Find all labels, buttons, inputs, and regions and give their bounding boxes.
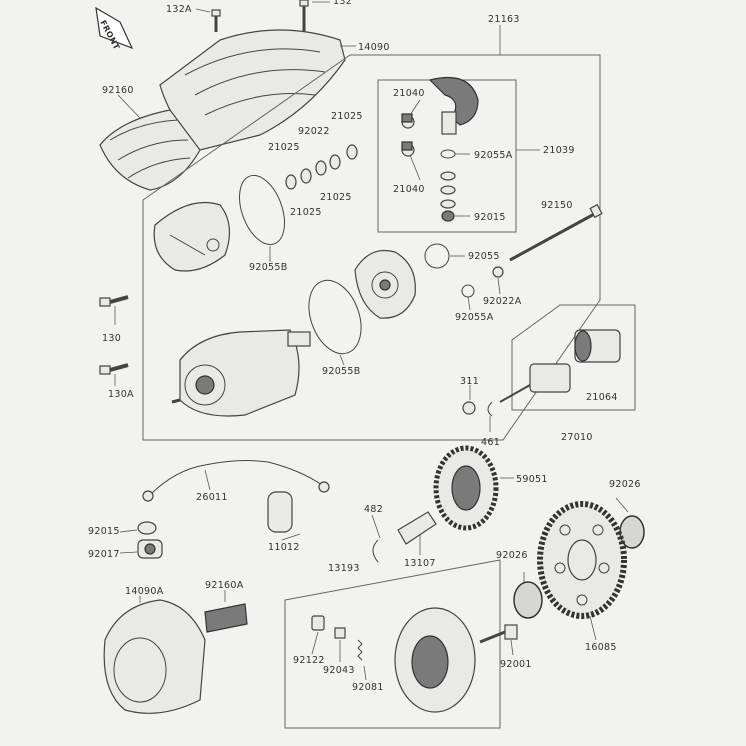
shim-washers bbox=[285, 144, 358, 190]
end-cover bbox=[153, 201, 231, 272]
brush-21040-upper bbox=[401, 113, 415, 129]
spring-92081 bbox=[357, 639, 363, 661]
bolt-130a-icon bbox=[99, 363, 129, 375]
through-bolt-92150 bbox=[509, 203, 603, 262]
washer-stack bbox=[440, 149, 456, 222]
label-21025-d: 21025 bbox=[290, 207, 322, 218]
label-92001: 92001 bbox=[500, 659, 532, 670]
brush-21040-lower bbox=[401, 141, 415, 157]
label-59051: 59051 bbox=[516, 474, 548, 485]
label-92055: 92055 bbox=[468, 251, 500, 262]
label-311: 311 bbox=[460, 376, 479, 387]
o-ring-92055 bbox=[424, 243, 450, 269]
label-92160a: 92160A bbox=[205, 580, 244, 591]
label-92026-upper: 92026 bbox=[609, 479, 641, 490]
starter-motor-body bbox=[171, 329, 311, 417]
o-ring-92055b-upper bbox=[239, 174, 285, 246]
fitting-92017 bbox=[137, 539, 163, 559]
bolt-130-icon bbox=[99, 295, 129, 307]
starter-relay bbox=[499, 363, 571, 403]
label-14090a: 14090A bbox=[125, 586, 164, 597]
label-92017: 92017 bbox=[88, 549, 120, 560]
bracket-plate bbox=[354, 249, 416, 319]
roller-92122 bbox=[311, 615, 325, 631]
label-13107: 13107 bbox=[404, 558, 436, 569]
washer-92015-left bbox=[137, 521, 157, 535]
label-27010: 27010 bbox=[561, 432, 593, 443]
label-130a: 130A bbox=[108, 389, 134, 400]
washer-92022a bbox=[492, 266, 504, 278]
shaft-13107 bbox=[397, 511, 437, 545]
label-14090: 14090 bbox=[358, 42, 390, 53]
label-21064: 21064 bbox=[586, 392, 618, 403]
circlip-461 bbox=[487, 401, 493, 417]
reduction-gear-59051 bbox=[433, 445, 499, 531]
relay-frame-27010 bbox=[511, 304, 636, 411]
cushion-92160a bbox=[204, 603, 248, 633]
label-92022: 92022 bbox=[298, 126, 330, 137]
starter-cable-26011 bbox=[142, 460, 330, 502]
label-92081: 92081 bbox=[352, 682, 384, 693]
o-ring-92055a bbox=[461, 284, 475, 298]
label-21039: 21039 bbox=[543, 145, 575, 156]
starter-gear-16085 bbox=[537, 501, 627, 619]
label-92055b-top: 92055B bbox=[249, 262, 288, 273]
label-21163: 21163 bbox=[488, 14, 520, 25]
label-92043: 92043 bbox=[323, 665, 355, 676]
starter-clutch bbox=[394, 607, 476, 713]
plunger-92043 bbox=[334, 627, 346, 639]
bolt-132a-icon bbox=[211, 9, 221, 32]
clutch-frame-13193 bbox=[284, 559, 501, 729]
terminal-cap-11012 bbox=[267, 491, 293, 533]
washer-92026-lower bbox=[513, 581, 543, 619]
label-482: 482 bbox=[364, 504, 383, 515]
label-92015-left: 92015 bbox=[88, 526, 120, 537]
label-92160: 92160 bbox=[102, 85, 134, 96]
front-arrow-icon: FRONT bbox=[95, 6, 134, 51]
relay-cap-21064 bbox=[574, 329, 621, 363]
label-16085: 16085 bbox=[585, 642, 617, 653]
label-92015-top: 92015 bbox=[474, 212, 506, 223]
starter-assembly-frame-21163 bbox=[142, 54, 601, 441]
label-92150: 92150 bbox=[541, 200, 573, 211]
label-130: 130 bbox=[102, 333, 121, 344]
label-92022a: 92022A bbox=[483, 296, 522, 307]
label-461: 461 bbox=[481, 437, 500, 448]
label-21025-c: 21025 bbox=[320, 192, 352, 203]
label-13193: 13193 bbox=[328, 563, 360, 574]
clutch-cover-14090a bbox=[103, 599, 206, 714]
label-26011: 26011 bbox=[196, 492, 228, 503]
label-21040-lower: 21040 bbox=[393, 184, 425, 195]
label-92026-lower: 92026 bbox=[496, 550, 528, 561]
leader-lines bbox=[114, 99, 629, 681]
label-92055b-mid: 92055B bbox=[322, 366, 361, 377]
circlip-482 bbox=[372, 539, 379, 563]
label-11012: 11012 bbox=[268, 542, 300, 553]
label-21040-upper: 21040 bbox=[393, 88, 425, 99]
label-132: 132 bbox=[333, 0, 352, 7]
label-92122: 92122 bbox=[293, 655, 325, 666]
brush-plate bbox=[428, 76, 479, 135]
label-92055a-mid: 92055A bbox=[455, 312, 494, 323]
bolt-92001 bbox=[479, 624, 518, 644]
label-92055a-top: 92055A bbox=[474, 150, 513, 161]
nut-311 bbox=[462, 401, 476, 415]
label-132a: 132A bbox=[166, 4, 192, 15]
label-21025-a: 21025 bbox=[331, 111, 363, 122]
label-21025-b: 21025 bbox=[268, 142, 300, 153]
o-ring-92055b-lower bbox=[308, 279, 362, 355]
